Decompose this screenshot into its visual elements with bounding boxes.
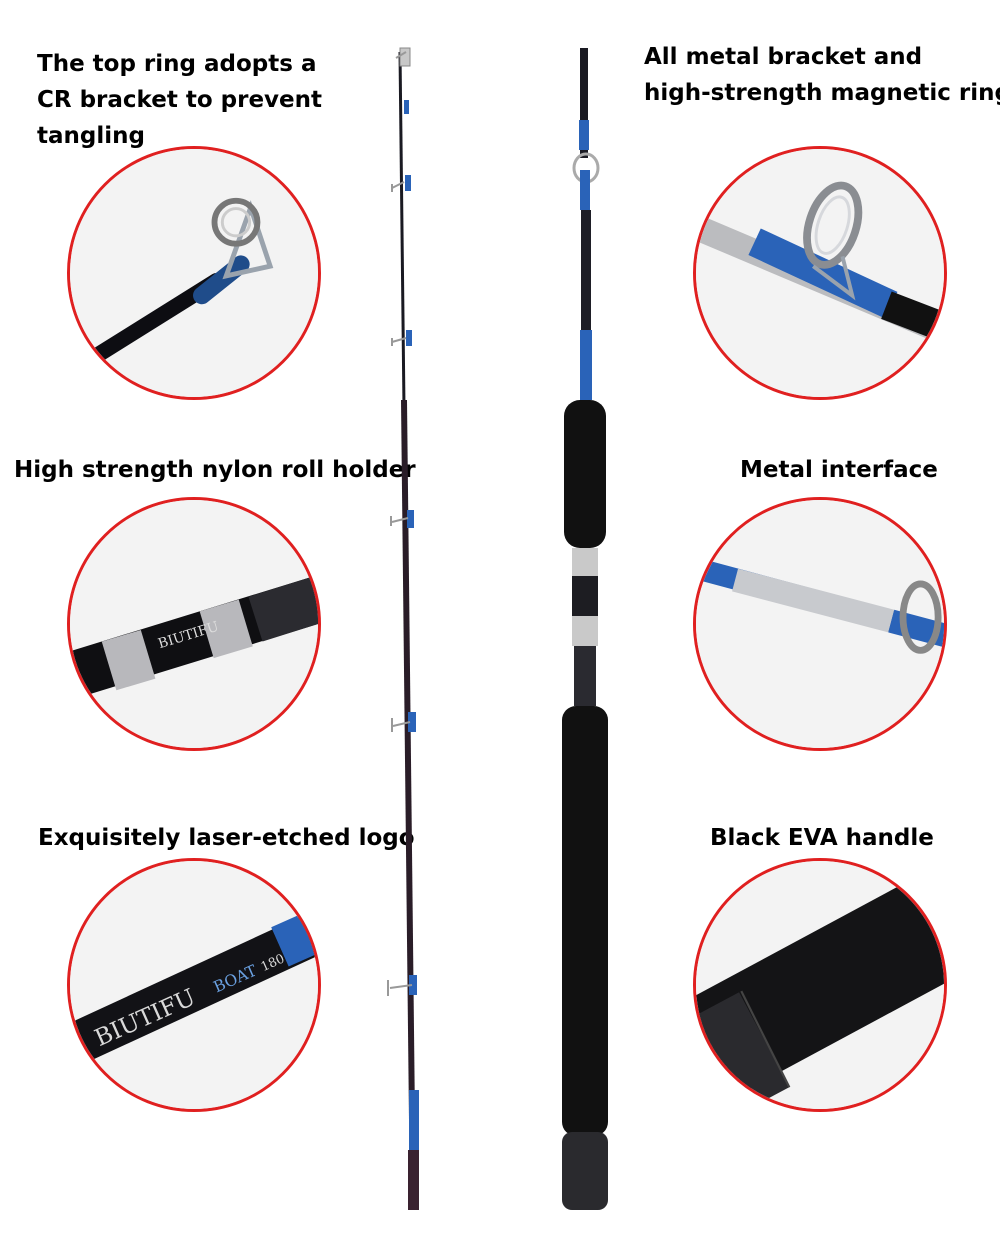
left-rod bbox=[387, 47, 419, 1211]
detail-laser-logo: BIUTIFU BOAT 180 bbox=[67, 858, 321, 1112]
detail-nylon-holder: BIUTIFU bbox=[67, 497, 321, 751]
label-top-ring-line-1: The top ring adopts a bbox=[37, 51, 317, 77]
laser-logo-photo: BIUTIFU BOAT 180 bbox=[70, 861, 318, 1109]
label-metal-bracket-line-1: All metal bracket and bbox=[644, 44, 923, 70]
metal-bracket-photo bbox=[696, 149, 944, 397]
label-top-ring-line-3: tangling bbox=[37, 123, 145, 149]
label-nylon-holder: High strength nylon roll holder bbox=[14, 457, 416, 483]
detail-metal-bracket bbox=[693, 146, 947, 400]
label-eva-handle: Black EVA handle bbox=[710, 825, 934, 851]
detail-top-ring bbox=[67, 146, 321, 400]
label-metal-interface: Metal interface bbox=[740, 457, 938, 483]
label-top-ring-line-2: CR bracket to prevent bbox=[37, 87, 323, 113]
label-top-ring: The top ring adopts a CR bracket to prev… bbox=[37, 46, 322, 154]
label-metal-bracket: All metal bracket and high-strength magn… bbox=[644, 39, 1000, 111]
top-ring-photo bbox=[70, 149, 318, 397]
nylon-holder-photo: BIUTIFU bbox=[70, 500, 318, 748]
eva-handle-photo bbox=[696, 861, 944, 1109]
right-rod bbox=[562, 48, 608, 1210]
detail-metal-interface bbox=[693, 497, 947, 751]
label-metal-bracket-line-2: high-strength magnetic ring bbox=[644, 80, 1000, 106]
metal-interface-photo bbox=[696, 500, 944, 748]
label-laser-logo: Exquisitely laser-etched logo bbox=[38, 825, 415, 851]
detail-eva-handle bbox=[693, 858, 947, 1112]
